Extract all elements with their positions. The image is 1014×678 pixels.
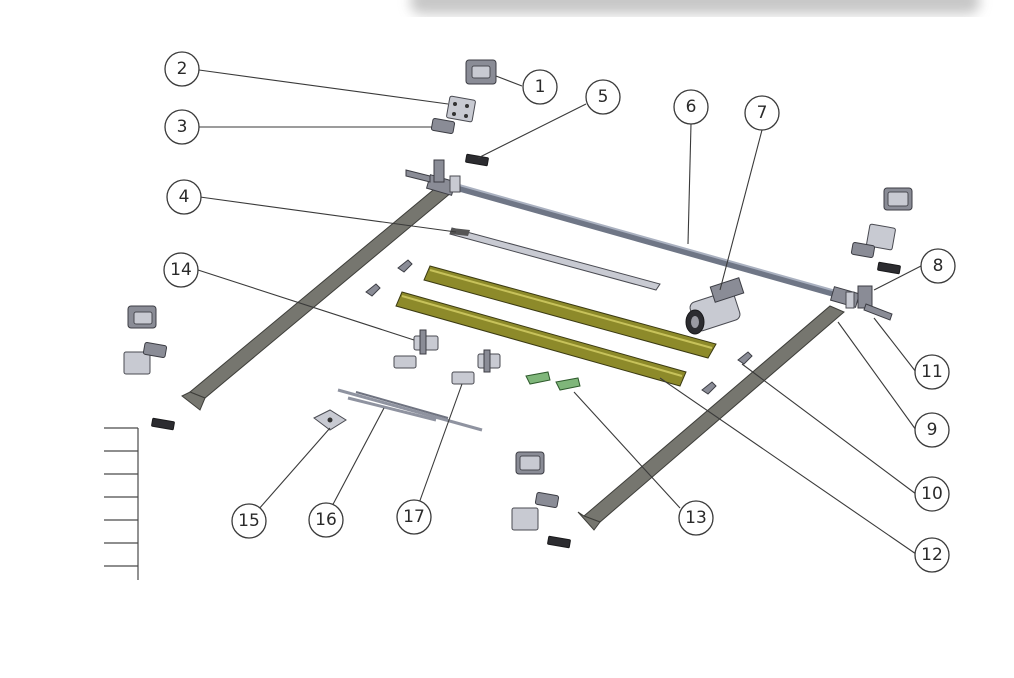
part-17-block [451, 371, 475, 385]
rail-upper [423, 265, 717, 359]
part-14-bracket [413, 329, 439, 355]
callout-14-label: 14 [170, 260, 192, 280]
callout-9-label: 9 [927, 420, 938, 440]
front-bar [449, 227, 661, 291]
part-1-end-cap [465, 59, 497, 85]
right-mount-plate [850, 223, 896, 259]
callout-4[interactable]: 4 [166, 179, 202, 215]
part-15-plate [313, 409, 347, 431]
rail-lower [395, 291, 687, 387]
callout-6-label: 6 [686, 97, 697, 117]
left-clip [151, 417, 175, 431]
ruler-scale [104, 427, 139, 580]
callout-8[interactable]: 8 [920, 248, 956, 284]
bottom-mount-plate [511, 491, 560, 531]
callout-9[interactable]: 9 [914, 412, 950, 448]
callout-8-label: 8 [933, 256, 944, 276]
bottom-clip [547, 535, 571, 549]
callout-4-label: 4 [179, 187, 190, 207]
leader-lines [197, 69, 922, 555]
callout-16-label: 16 [315, 510, 337, 530]
callout-17[interactable]: 17 [396, 499, 432, 535]
right-end-cap [883, 187, 913, 211]
right-end-bracket [845, 285, 893, 321]
callout-5-label: 5 [598, 87, 609, 107]
callout-1-label: 1 [535, 77, 546, 97]
part-16-rods [337, 388, 483, 432]
right-arm [577, 305, 845, 531]
callout-14[interactable]: 14 [163, 252, 199, 288]
callout-2[interactable]: 2 [164, 51, 200, 87]
callout-7-label: 7 [757, 103, 768, 123]
callout-3[interactable]: 3 [164, 109, 200, 145]
callout-7[interactable]: 7 [744, 95, 780, 131]
right-clip [877, 261, 901, 275]
callout-11-label: 11 [921, 362, 943, 382]
left-end-bracket [405, 159, 461, 193]
callout-6[interactable]: 6 [673, 89, 709, 125]
rail-hooks [365, 259, 753, 395]
left-end-cap [127, 305, 157, 329]
callout-5[interactable]: 5 [585, 79, 621, 115]
callout-17-label: 17 [403, 507, 425, 527]
callout-13-label: 13 [685, 508, 707, 528]
callout-3-label: 3 [177, 117, 188, 137]
part-13-green-clips [525, 371, 581, 391]
bottom-end-cap [515, 451, 545, 475]
small-brackets [393, 349, 501, 373]
callout-16[interactable]: 16 [308, 502, 344, 538]
callout-2-label: 2 [177, 59, 188, 79]
top-shadow-bar [410, 0, 980, 14]
callout-15[interactable]: 15 [231, 503, 267, 539]
left-mount-plate [123, 341, 168, 375]
part-2-mount-plate [446, 95, 476, 123]
callout-13[interactable]: 13 [678, 500, 714, 536]
motor-unit [685, 277, 745, 335]
part-5-clip [465, 153, 489, 167]
callout-12[interactable]: 12 [914, 537, 950, 573]
callout-1[interactable]: 1 [522, 69, 558, 105]
part-3-spacer [430, 117, 456, 135]
callout-11[interactable]: 11 [914, 354, 950, 390]
callout-10[interactable]: 10 [914, 476, 950, 512]
callout-15-label: 15 [238, 511, 260, 531]
callout-10-label: 10 [921, 484, 943, 504]
callout-12-label: 12 [921, 545, 943, 565]
